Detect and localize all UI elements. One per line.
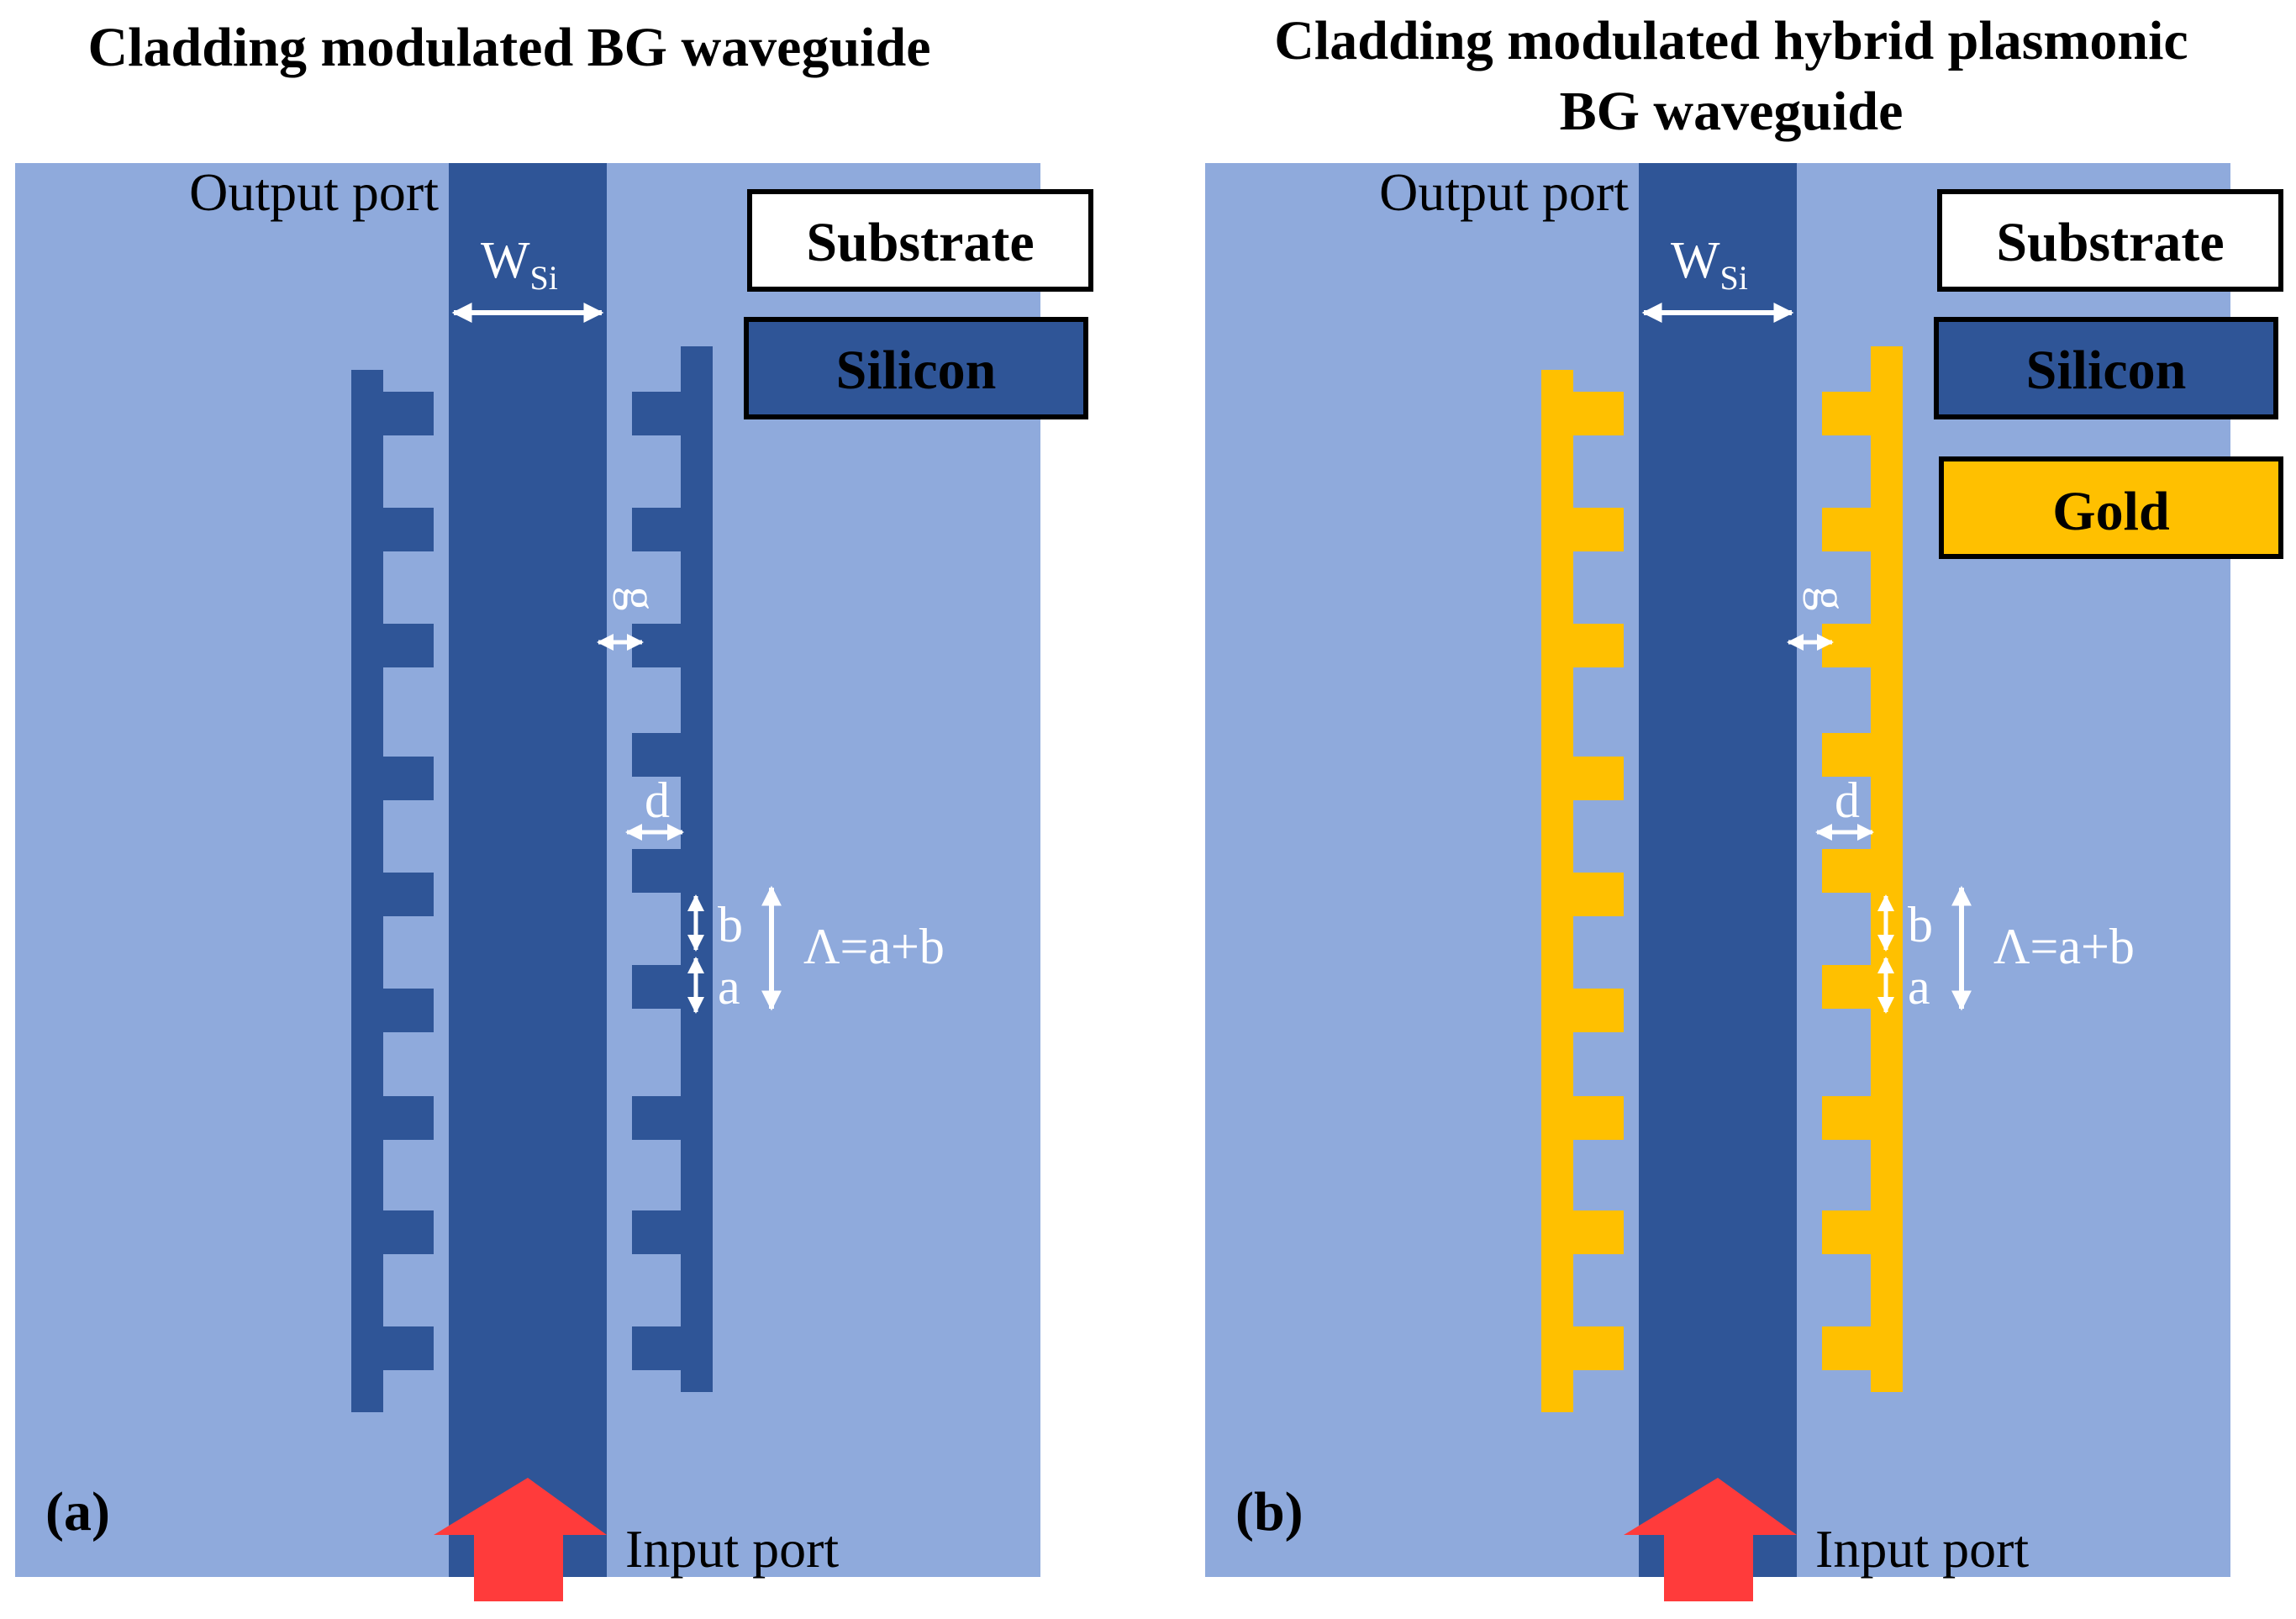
- grating-tooth: [383, 1326, 434, 1370]
- grating-tooth: [632, 392, 681, 435]
- left-grating-spine: [351, 370, 383, 1412]
- panel-a-output-port: Output port: [189, 162, 439, 222]
- grating-tooth: [1822, 1096, 1871, 1140]
- grating-tooth: [632, 1210, 681, 1254]
- legend-silicon-box: [744, 317, 1088, 419]
- panel-a-input-port: Input port: [625, 1519, 839, 1579]
- panel-b-input-arrow: [1624, 1478, 1797, 1601]
- panel-a-legend: Substrate Silicon: [744, 189, 1093, 419]
- panel-a-label: (a): [45, 1481, 110, 1543]
- grating-tooth: [383, 624, 434, 667]
- panel-b-silicon-core: [1639, 163, 1797, 1577]
- grating-tooth: [1573, 1210, 1624, 1254]
- grating-tooth: [632, 508, 681, 551]
- grating-tooth: [1822, 1210, 1871, 1254]
- grating-tooth: [632, 965, 681, 1009]
- panel-b-title-line2: BG waveguide: [1560, 81, 1904, 142]
- panel-a-right-grating: [632, 346, 713, 1392]
- legend-silicon-label: Silicon: [2026, 340, 2187, 401]
- grating-tooth: [383, 989, 434, 1032]
- left-grating-spine: [1541, 370, 1573, 1412]
- panel-a-left-grating: [351, 370, 434, 1412]
- panel-b-right-grating: [1822, 346, 1903, 1392]
- legend-silicon-label: Silicon: [836, 340, 997, 401]
- right-grating-spine: [1871, 346, 1903, 1392]
- legend-silicon-box: [1934, 317, 2278, 419]
- panel-b-period-label: Λ=a+b: [1993, 919, 2135, 974]
- grating-tooth: [1822, 624, 1871, 667]
- panel-b-output-port: Output port: [1379, 162, 1629, 222]
- panel-a-input-arrow: [434, 1478, 607, 1601]
- grating-tooth: [1573, 1096, 1624, 1140]
- panel-b-depth-label: d: [1835, 773, 1860, 828]
- panel-a-a-label: a: [718, 959, 740, 1015]
- grating-tooth: [383, 757, 434, 800]
- grating-tooth: [1573, 392, 1624, 435]
- panel-a-title: Cladding modulated BG waveguide: [87, 17, 930, 78]
- grating-tooth: [1573, 873, 1624, 916]
- grating-tooth: [383, 1210, 434, 1254]
- panel-a-depth-label: d: [645, 773, 670, 828]
- grating-tooth: [1822, 965, 1871, 1009]
- grating-tooth: [1822, 1326, 1871, 1370]
- grating-tooth: [1573, 757, 1624, 800]
- grating-tooth: [383, 1096, 434, 1140]
- grating-tooth: [383, 873, 434, 916]
- grating-tooth: [1573, 624, 1624, 667]
- grating-tooth: [1822, 733, 1871, 777]
- panel-b-title-line1: Cladding modulated hybrid plasmonic: [1274, 10, 2188, 71]
- legend-gold-label: Gold: [2052, 481, 2169, 542]
- grating-tooth: [1822, 849, 1871, 893]
- panel-a-gap-label: g: [613, 587, 667, 611]
- legend-substrate-box: [747, 189, 1093, 292]
- panel-b-label: (b): [1235, 1481, 1303, 1543]
- panel-a-b-label: b: [718, 897, 743, 952]
- grating-tooth: [632, 1326, 681, 1370]
- panel-a-width-label: WSi: [481, 232, 558, 297]
- panel-a-period-label: Λ=a+b: [803, 919, 945, 974]
- grating-tooth: [632, 624, 681, 667]
- panel-b-left-grating: [1541, 370, 1624, 1412]
- grating-tooth: [632, 1096, 681, 1140]
- grating-tooth: [1822, 508, 1871, 551]
- panel-b: Cladding modulated hybrid plasmonic BG w…: [1205, 10, 2283, 1601]
- legend-gold-box: [1939, 456, 2283, 559]
- grating-tooth: [632, 849, 681, 893]
- grating-tooth: [383, 392, 434, 435]
- panel-b-input-port: Input port: [1815, 1519, 2029, 1579]
- legend-substrate-label: Substrate: [1996, 212, 2224, 273]
- right-grating-spine: [681, 346, 713, 1392]
- grating-tooth: [1573, 508, 1624, 551]
- grating-tooth: [632, 733, 681, 777]
- panel-b-width-label: WSi: [1671, 232, 1748, 297]
- panel-a: Cladding modulated BG waveguide: [15, 17, 1093, 1601]
- panel-a-silicon-core: [449, 163, 607, 1577]
- grating-tooth: [1822, 392, 1871, 435]
- panel-b-gap-label: g: [1803, 587, 1857, 611]
- legend-substrate-box: [1937, 189, 2283, 292]
- panel-b-b-label: b: [1908, 897, 1933, 952]
- grating-tooth: [1573, 1326, 1624, 1370]
- grating-tooth: [383, 508, 434, 551]
- panel-b-a-label: a: [1908, 959, 1930, 1015]
- legend-substrate-label: Substrate: [806, 212, 1034, 273]
- panel-b-legend: Substrate Silicon Gold: [1934, 189, 2283, 559]
- grating-tooth: [1573, 989, 1624, 1032]
